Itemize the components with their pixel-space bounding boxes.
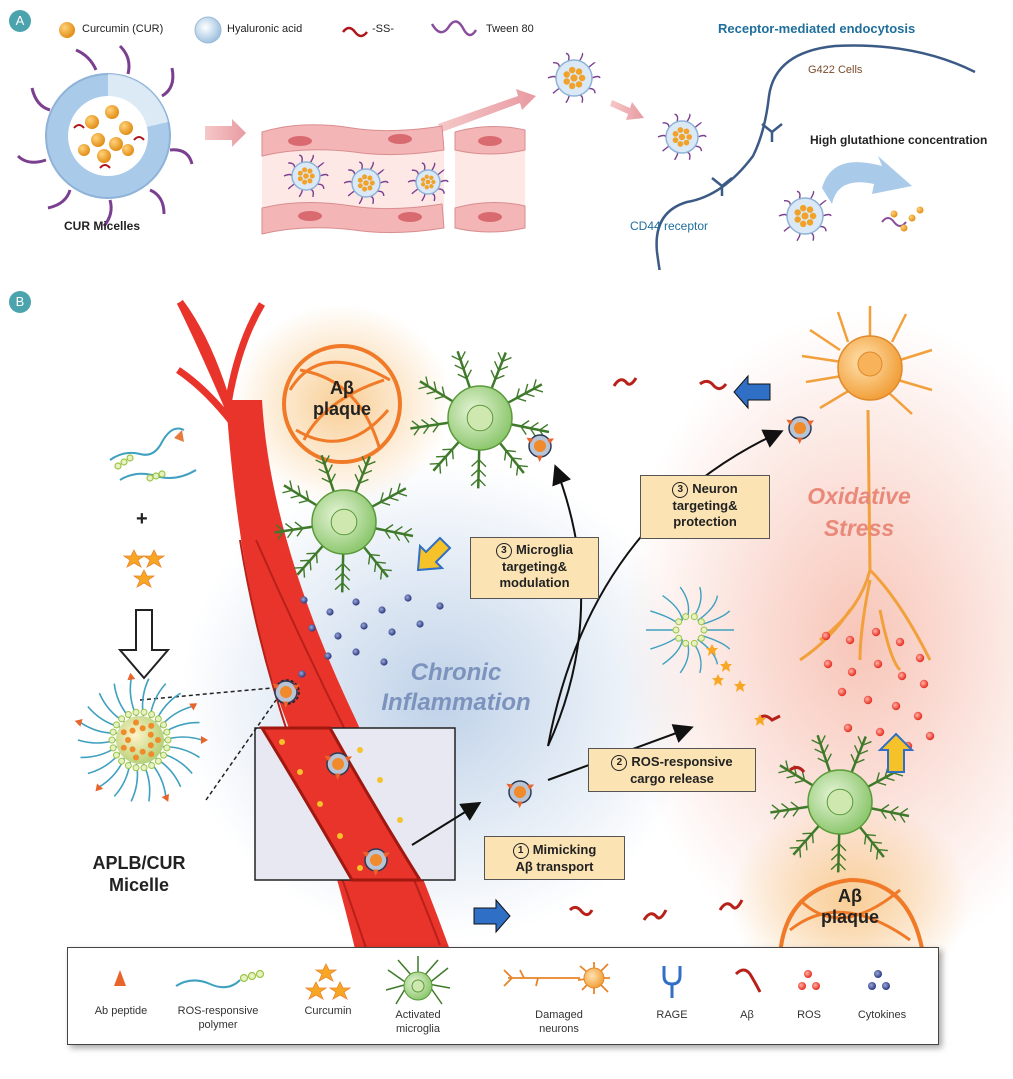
blue-arrow-up [877, 732, 915, 773]
box-ros-text: ROS-responsive cargo release [630, 754, 733, 786]
panel-b-legend: Ab peptide ROS-responsive polymer Curcum… [67, 947, 939, 1045]
abeta-squiggles [568, 377, 806, 921]
arrow-up-to-micelle [438, 89, 536, 132]
blue-arrow-left [733, 374, 771, 410]
abeta-plaque-bottom [777, 877, 928, 981]
legend-curcumin-label: Curcumin (CUR) [82, 23, 164, 35]
legend-icons [114, 956, 890, 1005]
ab-peptide-icon [114, 970, 126, 986]
cd44-receptor-icon-2 [761, 123, 783, 142]
legend-ros-polymer: ROS-responsive polymer [177, 1005, 259, 1031]
blue-arrow-right [473, 898, 511, 934]
small-cur-micelle [547, 52, 601, 104]
tween-legend-icon [430, 20, 478, 37]
small-cur-micelle [343, 161, 389, 205]
chronic-inflammation-label: Chronic Inflammation [381, 659, 531, 716]
arrow-to-vessel [205, 119, 246, 147]
box-microglia-text: Microglia targeting& modulation [499, 542, 574, 590]
step-number: 3 [672, 481, 689, 498]
small-aplb-micelle [786, 416, 815, 444]
vessel-dots [279, 739, 403, 871]
legend-tween-label: Tween 80 [486, 23, 534, 35]
rage-icon [662, 966, 682, 998]
small-aplb-micelle [506, 780, 535, 808]
cd44-receptor-label: CD44 receptor [630, 219, 709, 233]
legend-activated-microglia: Activated microglia [395, 1009, 441, 1035]
legend-damaged-neurons: Damaged neurons [535, 1009, 583, 1035]
small-cur-micelle [657, 113, 707, 161]
step-number: 3 [495, 542, 512, 559]
hollow-down-arrow [117, 609, 171, 680]
release-arrow [822, 156, 912, 204]
curcumin-stars-left [122, 549, 166, 588]
small-cur-micelle [283, 154, 329, 198]
ros-polymer-example [109, 427, 197, 482]
plaque-bottom-label: Aβ plaque [820, 886, 879, 927]
legend-rage: RAGE [656, 1009, 688, 1021]
step-number: 2 [611, 754, 628, 771]
legend-ss-label: -SS- [372, 23, 394, 35]
cur-micelle-large [16, 44, 194, 227]
legend-curcumin: Curcumin [304, 1005, 352, 1017]
abeta-plaque-top [282, 344, 402, 464]
ros-polymer-icon [175, 969, 265, 989]
small-aplb-micelle [272, 680, 301, 708]
ros-cluster [821, 627, 935, 751]
legend-ab-peptide: Ab peptide [94, 1005, 148, 1017]
step-number: 1 [512, 842, 529, 859]
cur-micelles-label: CUR Micelles [64, 219, 141, 233]
arrow-down-to-cell [610, 100, 644, 120]
activated-microglia-bottom [770, 734, 910, 873]
plus-sign: + [136, 508, 148, 530]
curcumin-icon [304, 963, 352, 1000]
abeta-icon [734, 968, 762, 993]
small-cur-micelle [778, 190, 832, 242]
box-neuron-text: Neuron targeting& protection [672, 481, 738, 529]
aplb-cur-micelle-large [74, 672, 208, 802]
panel-a-graphic [16, 16, 976, 270]
aplb-micelle-label: APLB/CUR Micelle [92, 853, 186, 895]
hyaluronic-legend-icon [194, 16, 222, 44]
small-cur-micelle [407, 162, 449, 202]
activated-microglia-top-left [274, 454, 414, 593]
legend-abeta: Aβ [740, 1009, 754, 1021]
plaque-top-label: Aβ plaque [312, 378, 371, 419]
legend-hyaluronic-label: Hyaluronic acid [227, 23, 303, 35]
cd44-receptor-icon-1 [711, 177, 733, 196]
legend-cytokines: Cytokines [857, 1009, 907, 1021]
cell-membrane [655, 44, 976, 270]
small-aplb-micelle [324, 752, 353, 780]
blue-arrow-down-left [416, 536, 452, 572]
g422-cells-label: G422 Cells [808, 64, 863, 76]
damaged-neurons-icon [503, 962, 610, 994]
endocytosis-label: Receptor-mediated endocytosis [718, 21, 916, 36]
ros-icon [798, 970, 820, 990]
activated-microglia-icon [385, 956, 451, 1005]
legend-ros: ROS [797, 1009, 821, 1021]
cytokine-cluster [298, 594, 444, 678]
released-fragments [881, 206, 924, 232]
glutathione-label: High glutathione concentration [810, 133, 988, 147]
panel-a-badge: A [9, 10, 31, 32]
curcumin-legend-icon [59, 22, 75, 38]
panel-b-badge: B [9, 291, 31, 313]
oxidative-stress-label: Oxidative Stress [807, 483, 911, 541]
ss-legend-icon [342, 26, 368, 38]
box-mimic-text: Mimicking Aβ transport [515, 842, 597, 874]
small-aplb-micelle [362, 848, 391, 876]
cytokines-icon [868, 970, 890, 990]
small-aplb-micelle [526, 434, 555, 462]
activated-microglia-top-right [410, 350, 550, 489]
